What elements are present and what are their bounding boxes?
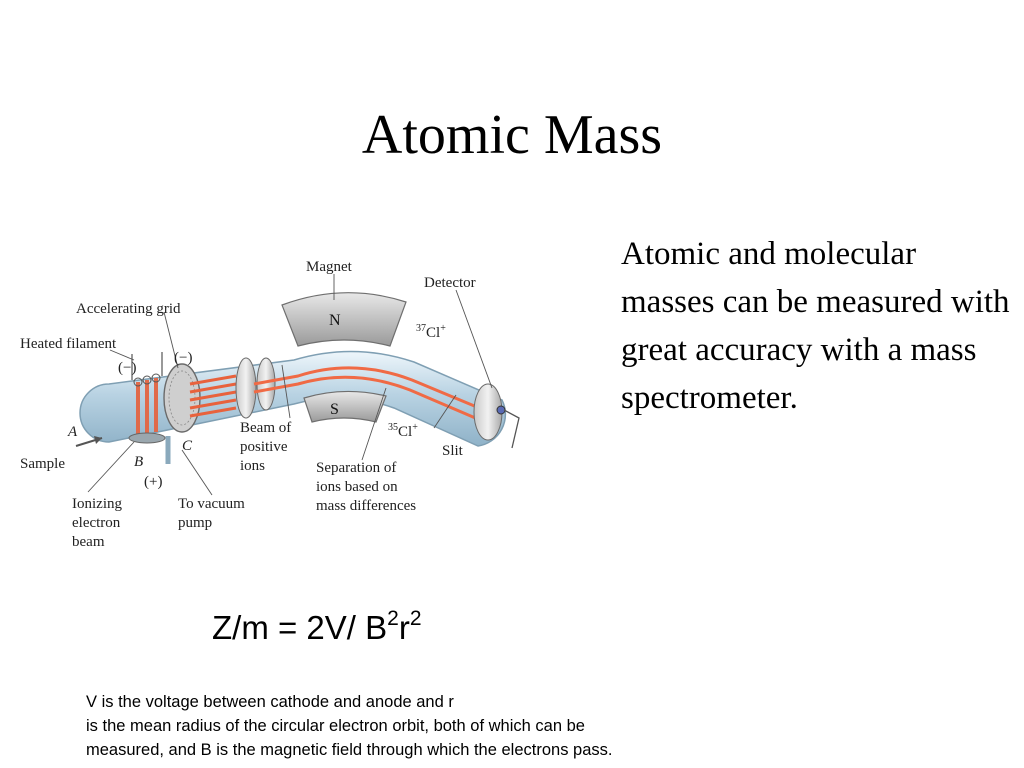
label-cl37: 37Cl+ xyxy=(416,323,446,341)
label-vacuum-pump: To vacuum pump xyxy=(178,496,249,531)
label-point-a: A xyxy=(67,424,78,440)
label-cl35: 35Cl+ xyxy=(388,422,418,440)
label-filament-polarity: (−) xyxy=(118,360,136,376)
formula-r: r xyxy=(398,609,410,646)
label-accelerating-grid: Accelerating grid xyxy=(76,301,181,317)
label-ionizing-beam: Ionizing electron beam xyxy=(72,496,126,550)
label-separation: Separation of ions based on mass differe… xyxy=(316,460,416,514)
label-grid-polarity: (−) xyxy=(174,350,192,366)
body-text: Atomic and molecular masses can be measu… xyxy=(621,236,1010,416)
label-slit: Slit xyxy=(442,443,464,459)
formula: Z/m = 2V/ B2r2 xyxy=(212,604,422,652)
magnet-south-pole xyxy=(303,390,387,423)
label-pole-s: S xyxy=(330,401,339,418)
ion-beam-cl37 xyxy=(253,366,485,412)
label-detector: Detector xyxy=(424,275,476,291)
label-heated-filament: Heated filament xyxy=(20,336,117,352)
label-point-c: C xyxy=(182,438,193,454)
label-sample: Sample xyxy=(20,456,65,472)
detector-icon xyxy=(496,405,506,415)
label-magnet: Magnet xyxy=(306,259,353,275)
mass-spectrometer-diagram: Magnet Detector Accelerating grid Heated… xyxy=(20,259,520,550)
label-anode-polarity: (+) xyxy=(144,474,162,490)
ion-beam-cl35 xyxy=(253,375,481,422)
label-point-b: B xyxy=(134,454,143,470)
slit-plate xyxy=(235,357,257,419)
magnet-north-pole xyxy=(281,292,407,347)
formula-exponent-b: 2 xyxy=(387,607,399,630)
label-beam: Beam of positive ions xyxy=(240,420,295,474)
formula-exponent-r: 2 xyxy=(409,607,422,630)
label-pole-n: N xyxy=(329,312,341,329)
footnote: V is the voltage between cathode and ano… xyxy=(86,690,786,762)
leader-lines xyxy=(87,274,493,496)
footnote-line: V is the voltage between cathode and ano… xyxy=(86,693,454,711)
ion-beam xyxy=(189,374,237,418)
footnote-line: measured, and B is the magnetic field th… xyxy=(86,741,613,759)
slide-title: Atomic Mass xyxy=(361,104,663,166)
formula-lhs: Z/m = 2V/ B xyxy=(212,609,388,646)
heated-filament-icon xyxy=(128,352,166,444)
footnote-line: is the mean radius of the circular elect… xyxy=(86,717,585,735)
